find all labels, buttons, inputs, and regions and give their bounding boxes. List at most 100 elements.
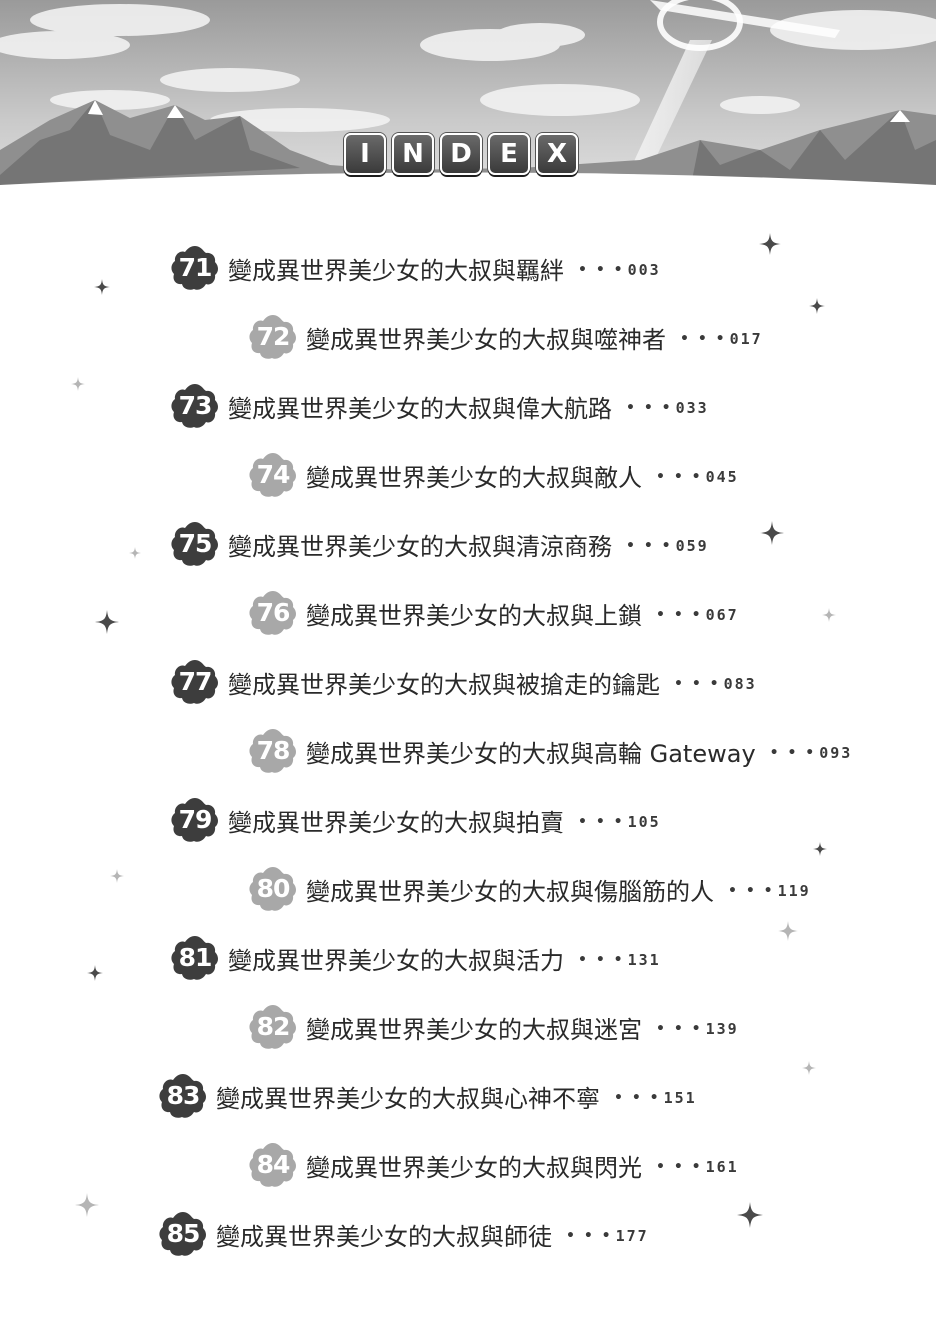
- page-number: 139: [705, 1020, 739, 1038]
- index-letter-tile: N: [392, 133, 434, 175]
- flower-badge-icon: [159, 1074, 206, 1118]
- page-number: 177: [615, 1227, 649, 1245]
- toc-entry[interactable]: 71 變成異世界美少女的大叔與羈絆 • • •003: [170, 243, 661, 293]
- sparkle-icon: [71, 376, 85, 395]
- toc-entry[interactable]: 80 變成異世界美少女的大叔與傷腦筋的人 • • •119: [248, 864, 811, 914]
- dot-leader: • • •: [626, 400, 673, 416]
- toc-entry[interactable]: 84 變成異世界美少女的大叔與閃光 • • •161: [248, 1140, 739, 1190]
- flower-badge-icon: [171, 798, 218, 842]
- page-number: 067: [705, 606, 739, 624]
- chapter-number: 75: [178, 529, 213, 558]
- toc-entry[interactable]: 73 變成異世界美少女的大叔與偉大航路 • • •033: [170, 381, 709, 431]
- sparkle-icon: [737, 1202, 763, 1232]
- chapter-title: 變成異世界美少女的大叔與迷宮: [306, 1015, 642, 1044]
- sparkle-icon: [95, 610, 119, 638]
- chapter-number: 73: [178, 391, 213, 420]
- sparkle-icon: [822, 607, 836, 626]
- dot-leader: • • •: [614, 1090, 661, 1106]
- index-title: I N D E X: [344, 133, 578, 175]
- chapter-title: 變成異世界美少女的大叔與師徒: [216, 1222, 552, 1251]
- chapter-number: 79: [178, 805, 213, 834]
- chapter-number-badge: 84: [248, 1140, 298, 1190]
- chapter-number: 84: [256, 1150, 291, 1179]
- chapter-number-badge: 85: [158, 1209, 208, 1259]
- flower-badge-icon: [171, 384, 218, 428]
- chapter-number: 85: [166, 1219, 201, 1248]
- flower-badge-icon: [171, 246, 218, 290]
- chapter-number: 74: [256, 460, 291, 489]
- chapter-title: 變成異世界美少女的大叔與敵人: [306, 463, 642, 492]
- index-letter-tile: I: [344, 133, 386, 175]
- dot-leader: • • •: [674, 676, 721, 692]
- page-number: 131: [627, 951, 661, 969]
- chapter-number-badge: 71: [170, 243, 220, 293]
- flower-badge-icon: [159, 1212, 206, 1256]
- chapter-number-badge: 82: [248, 1002, 298, 1052]
- dot-leader: • • •: [656, 1021, 703, 1037]
- chapter-number: 76: [256, 598, 291, 627]
- chapter-number-badge: 80: [248, 864, 298, 914]
- chapter-title: 變成異世界美少女的大叔與心神不寧: [216, 1084, 600, 1113]
- dot-leader: • • •: [769, 745, 817, 761]
- chapter-number-badge: 73: [170, 381, 220, 431]
- chapter-title: 變成異世界美少女的大叔與羈絆: [228, 256, 564, 285]
- flower-badge-icon: [249, 591, 296, 635]
- page-number: 119: [777, 882, 811, 900]
- chapter-title: 變成異世界美少女的大叔與傷腦筋的人: [306, 877, 714, 906]
- flower-badge-icon: [249, 867, 296, 911]
- page-number: 151: [663, 1089, 697, 1107]
- dot-leader: • • •: [656, 469, 703, 485]
- chapter-number-badge: 74: [248, 450, 298, 500]
- flower-badge-icon: [171, 936, 218, 980]
- chapter-number-badge: 76: [248, 588, 298, 638]
- index-letter-tile: E: [488, 133, 530, 175]
- chapter-title: 變成異世界美少女的大叔與閃光: [306, 1153, 642, 1182]
- toc-entry[interactable]: 76 變成異世界美少女的大叔與上鎖 • • •067: [248, 588, 739, 638]
- toc-entry[interactable]: 82 變成異世界美少女的大叔與迷宮 • • •139: [248, 1002, 739, 1052]
- sparkle-icon: [75, 1193, 99, 1221]
- toc-entry[interactable]: 74 變成異世界美少女的大叔與敵人 • • •045: [248, 450, 739, 500]
- dot-leader: • • •: [656, 1159, 703, 1175]
- chapter-title: 變成異世界美少女的大叔與被搶走的鑰匙: [228, 670, 660, 699]
- dot-leader: • • •: [578, 952, 625, 968]
- sparkle-icon: [809, 298, 825, 318]
- flower-badge-icon: [249, 729, 296, 773]
- chapter-number-badge: 72: [248, 312, 298, 362]
- page-number: 161: [705, 1158, 739, 1176]
- chapter-number-badge: 75: [170, 519, 220, 569]
- chapter-title: 變成異世界美少女的大叔與上鎖: [306, 601, 642, 630]
- sparkle-icon: [110, 868, 124, 887]
- flower-badge-icon: [249, 1143, 296, 1187]
- dot-leader: • • •: [680, 331, 727, 347]
- dot-leader: • • •: [656, 607, 703, 623]
- chapter-number: 81: [178, 943, 213, 972]
- chapter-number: 71: [178, 253, 213, 282]
- chapter-number: 80: [256, 874, 291, 903]
- page-number: 017: [729, 330, 763, 348]
- sky-mountains-illustration: [0, 0, 936, 215]
- page-number: 003: [627, 261, 661, 279]
- flower-badge-icon: [249, 315, 296, 359]
- chapter-number-badge: 78: [248, 726, 298, 776]
- page-number: 033: [675, 399, 709, 417]
- chapter-title: 變成異世界美少女的大叔與偉大航路: [228, 394, 612, 423]
- page-number: 045: [705, 468, 739, 486]
- flower-badge-icon: [171, 522, 218, 566]
- dot-leader: • • •: [578, 262, 625, 278]
- chapter-number: 72: [256, 322, 291, 351]
- sparkle-icon: [94, 279, 110, 299]
- page-number: 093: [819, 744, 853, 762]
- dot-leader: • • •: [728, 883, 775, 899]
- chapter-title: 變成異世界美少女的大叔與拍賣: [228, 808, 564, 837]
- index-letter-tile: X: [536, 133, 578, 175]
- dot-leader: • • •: [626, 538, 673, 554]
